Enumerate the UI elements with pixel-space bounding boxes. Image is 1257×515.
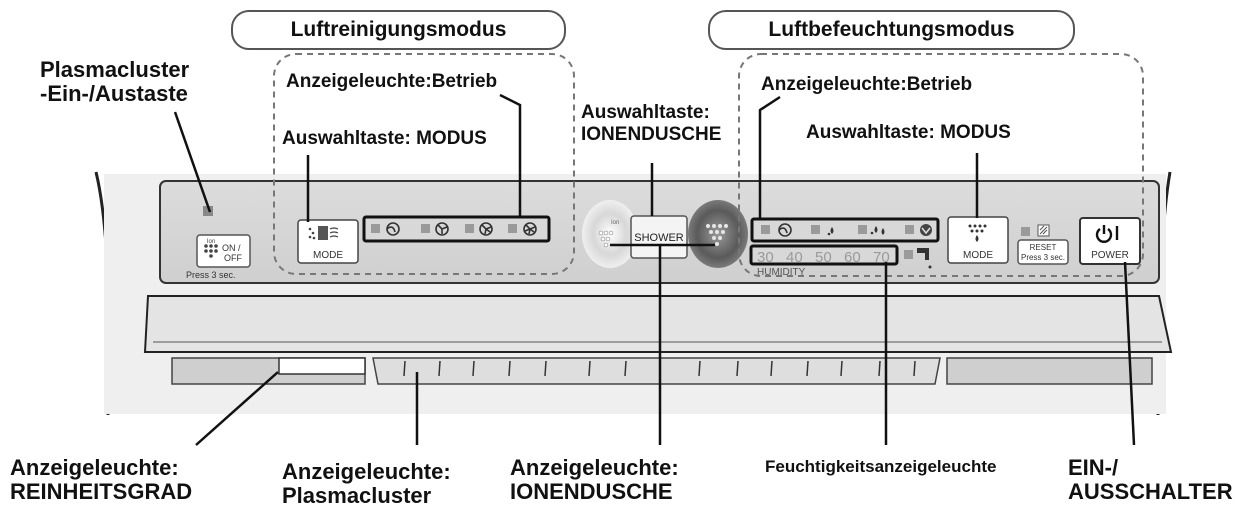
fan-lamp-row	[362, 215, 551, 243]
cleanliness-lamp-line2: REINHEITSGRAD	[10, 479, 193, 504]
power-label: POWER	[1091, 250, 1129, 261]
right-mode-key-callout: Auswahltaste: MODUS	[806, 122, 1011, 143]
power-switch-callout: EIN-/ AUSSCHALTER	[1068, 456, 1233, 504]
drop-three-icon	[870, 226, 885, 235]
right-operation-lamp-callout: Anzeigeleuchte:Betrieb	[761, 74, 973, 95]
humidity-lamp-callout: Feuchtigkeitsanzeigeleuchte	[765, 457, 997, 476]
mode-button-left	[297, 219, 359, 264]
cleanliness-lamp-line1: Anzeigeleuchte:	[10, 455, 179, 480]
fan-mid-icon	[479, 222, 493, 236]
humidity-scale-row	[749, 244, 899, 266]
leader-lines	[173, 93, 1136, 446]
power-icon	[1095, 225, 1119, 243]
plasmacluster-key-line2: -Ein-/Austaste	[40, 81, 188, 106]
plasmacluster-key-callout: Plasmacluster -Ein-/Austaste	[40, 58, 189, 106]
plasmacluster-lamp-callout: Anzeigeleuchte: Plasmacluster	[282, 460, 451, 508]
power-switch-line2: AUSSCHALTER	[1068, 479, 1233, 504]
left-operation-lamp-callout: Anzeigeleuchte:Betrieb	[286, 71, 498, 92]
humidity-50: 50	[815, 249, 832, 266]
power-switch-line1: EIN-/	[1068, 455, 1119, 480]
humidity-60: 60	[844, 249, 861, 266]
reset-hint: Press 3 sec.	[1021, 253, 1065, 262]
shower-ion-icon-right	[706, 224, 728, 246]
ion-on-off-button	[196, 234, 251, 268]
water-tank-icon	[917, 248, 932, 269]
shower-lamp-line2: IONENDUSCHE	[510, 479, 673, 504]
purify-mode-group	[273, 53, 575, 275]
ion-led	[203, 206, 213, 216]
ion-label: Ion	[207, 239, 215, 245]
humidity-30: 30	[757, 249, 774, 266]
shower-lamp-callout: Anzeigeleuchte: IONENDUSCHE	[510, 456, 679, 504]
auto-swirl-icon-humid	[778, 223, 792, 237]
auto-swirl-icon	[386, 222, 400, 236]
shower-ion-label: Ion	[611, 220, 619, 226]
cleanliness-lamp	[278, 357, 366, 375]
air-purification-mode-label: Luftreinigungsmodus	[231, 10, 566, 50]
air-purify-mode-icon	[308, 226, 339, 240]
humid-lamp-row	[750, 217, 940, 243]
shower-lamp-right	[688, 200, 748, 268]
left-mode-key-callout: Auswahltaste: MODUS	[282, 128, 487, 149]
drop-one-icon	[827, 227, 834, 236]
mode-left-label: MODE	[313, 250, 343, 261]
humid-mode-group	[738, 53, 1144, 277]
reset-label: RESET	[1030, 243, 1057, 252]
fan-high-icon	[523, 222, 537, 236]
humidity-label: HUMIDITY	[757, 267, 806, 278]
shower-key-callout: Auswahltaste: IONENDUSCHE	[581, 102, 721, 146]
shower-key-line2: IONENDUSCHE	[581, 124, 722, 145]
shower-lamp-line1: Anzeigeleuchte:	[510, 455, 679, 480]
shower-key-line1: Auswahltaste:	[581, 102, 710, 123]
ion-press-hint: Press 3 sec.	[186, 270, 236, 280]
power-button	[1079, 217, 1141, 265]
plasmacluster-lamp-ticks	[403, 360, 916, 377]
shower-label: SHOWER	[634, 232, 684, 244]
plasmacluster-ion-icon	[204, 244, 218, 258]
humidification-mode-label: Luftbefeuchtungsmodus	[708, 10, 1075, 50]
humidity-40: 40	[786, 249, 803, 266]
reset-button	[1017, 239, 1069, 265]
front-lip	[143, 295, 1173, 353]
humidity-70: 70	[873, 249, 890, 266]
mode-right-label: MODE	[963, 250, 993, 261]
plasmacluster-lamp-line1: Anzeigeleuchte:	[282, 459, 451, 484]
humidity-scale-values: 30 40 50 60 70	[757, 249, 890, 266]
shower-ion-icon-left	[598, 230, 614, 248]
plasmacluster-key-line1: Plasmacluster	[40, 57, 190, 82]
plasmacluster-lamp-line2: Plasmacluster	[282, 483, 432, 508]
fan-low-icon	[435, 222, 449, 236]
cleanliness-lamp-callout: Anzeigeleuchte: REINHEITSGRAD	[10, 456, 192, 504]
humidify-mode-icon	[968, 224, 987, 242]
ion-on-label: ON /	[222, 243, 241, 253]
max-humid-icon	[920, 224, 932, 236]
plasmacluster-lamp-strip	[372, 357, 941, 385]
ion-off-label: OFF	[224, 253, 242, 263]
